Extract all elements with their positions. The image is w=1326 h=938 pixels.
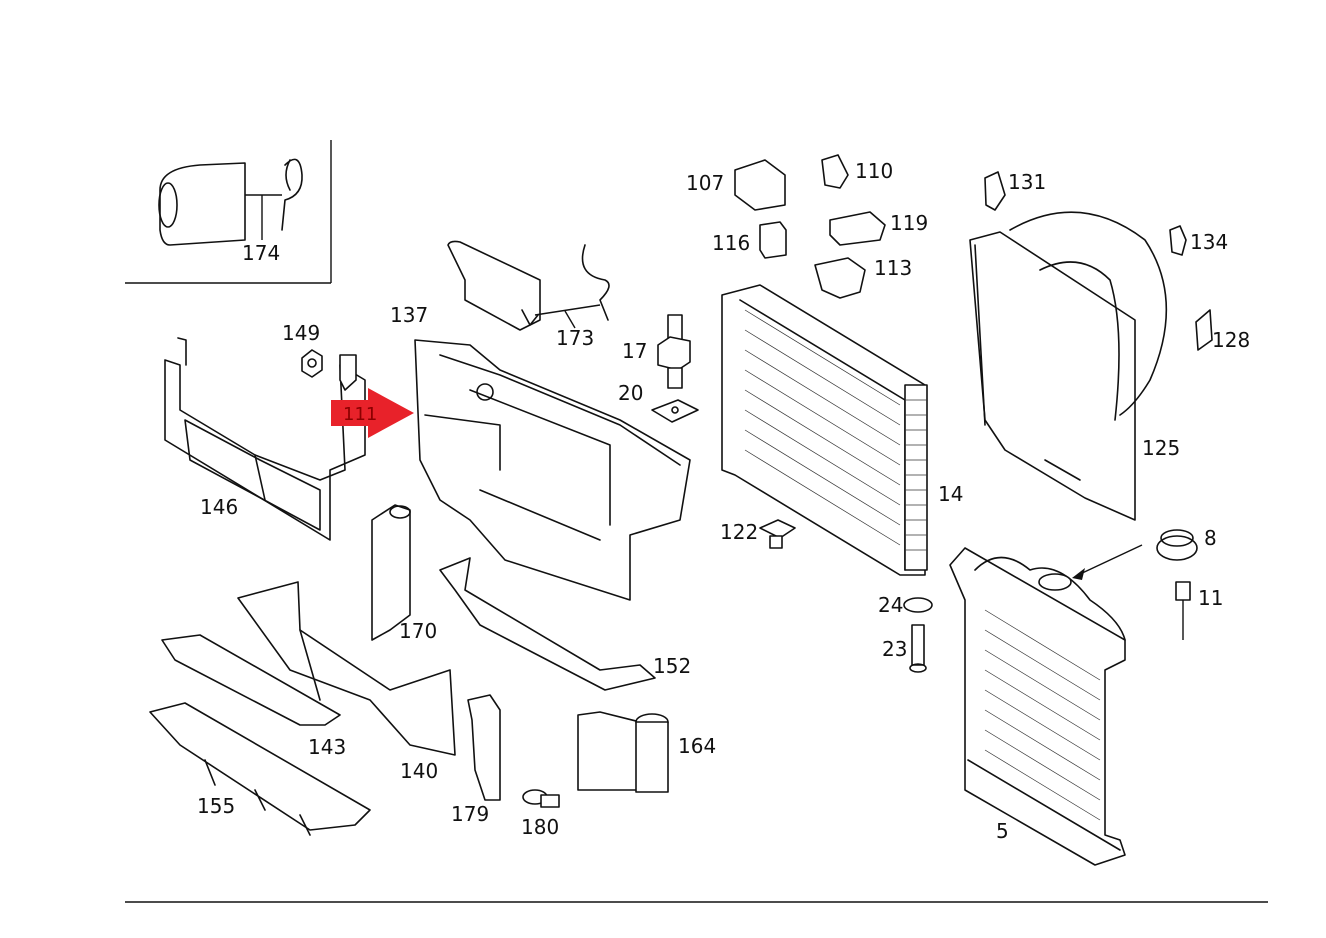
label-146: 146: [200, 495, 238, 519]
label-149: 149: [282, 321, 320, 345]
part-179-bracket: [467, 694, 501, 801]
part-20-plate: [651, 399, 699, 423]
part-116-block: [759, 221, 787, 259]
part-152-bracket: [439, 557, 656, 691]
inset-box: [125, 140, 332, 284]
labels: 174 149 137 173 17 20 107 110 119 116 11…: [197, 159, 1250, 843]
part-164-seal: [577, 711, 669, 793]
label-134: 134: [1190, 230, 1228, 254]
label-20: 20: [618, 381, 643, 405]
label-5: 5: [996, 819, 1009, 843]
part-113-clip: [814, 257, 866, 299]
label-8: 8: [1204, 526, 1217, 550]
label-131: 131: [1008, 170, 1046, 194]
part-23-screw: [909, 624, 927, 673]
label-140: 140: [400, 759, 438, 783]
label-137: 137: [390, 303, 428, 327]
arrow-head: [1072, 568, 1085, 580]
label-122: 122: [720, 520, 758, 544]
label-174: 174: [242, 241, 280, 265]
label-113: 113: [874, 256, 912, 280]
part-125-shroud: [969, 211, 1168, 521]
label-125: 125: [1142, 436, 1180, 460]
part-149-nut: [301, 349, 323, 378]
label-173: 173: [556, 326, 594, 350]
part-5-radiator: [949, 547, 1126, 866]
label-11: 11: [1198, 586, 1223, 610]
label-14: 14: [938, 482, 963, 506]
label-179: 179: [451, 802, 489, 826]
label-119: 119: [890, 211, 928, 235]
part-122-grommet: [759, 519, 796, 549]
label-180: 180: [521, 815, 559, 839]
part-173-seal: [447, 240, 610, 331]
part-110-clip: [821, 154, 849, 189]
part-119-clip: [829, 211, 886, 246]
part-170-seal: [371, 504, 411, 641]
label-116: 116: [712, 231, 750, 255]
part-17-stud: [657, 314, 691, 389]
arrow-to-cap: [1077, 544, 1143, 576]
part-128-clip: [1195, 309, 1213, 351]
label-152: 152: [653, 654, 691, 678]
part-11-sensor: [1175, 581, 1191, 640]
highlight-arrow: 111: [331, 388, 414, 438]
part-24-washer: [903, 597, 933, 613]
label-24: 24: [878, 593, 903, 617]
label-110: 110: [855, 159, 893, 183]
part-107-clip: [734, 159, 786, 211]
label-111: 111: [343, 404, 377, 425]
part-131-clip: [984, 171, 1006, 211]
part-8-cap: [1156, 529, 1198, 561]
part-146-frame: [164, 337, 366, 541]
part-111-clip: [339, 354, 357, 391]
label-107: 107: [686, 171, 724, 195]
part-134-clip: [1169, 225, 1187, 256]
label-17: 17: [622, 339, 647, 363]
label-23: 23: [882, 637, 907, 661]
part-143-panel: [161, 634, 341, 726]
part-140-panel: [237, 581, 456, 756]
label-128: 128: [1212, 328, 1250, 352]
label-170: 170: [399, 619, 437, 643]
label-164: 164: [678, 734, 716, 758]
part-137-duct: [414, 339, 691, 601]
part-155-panel: [149, 702, 371, 836]
label-155: 155: [197, 794, 235, 818]
label-143: 143: [308, 735, 346, 759]
part-180-bolt: [522, 789, 560, 808]
part-14-radiator: [721, 284, 928, 576]
